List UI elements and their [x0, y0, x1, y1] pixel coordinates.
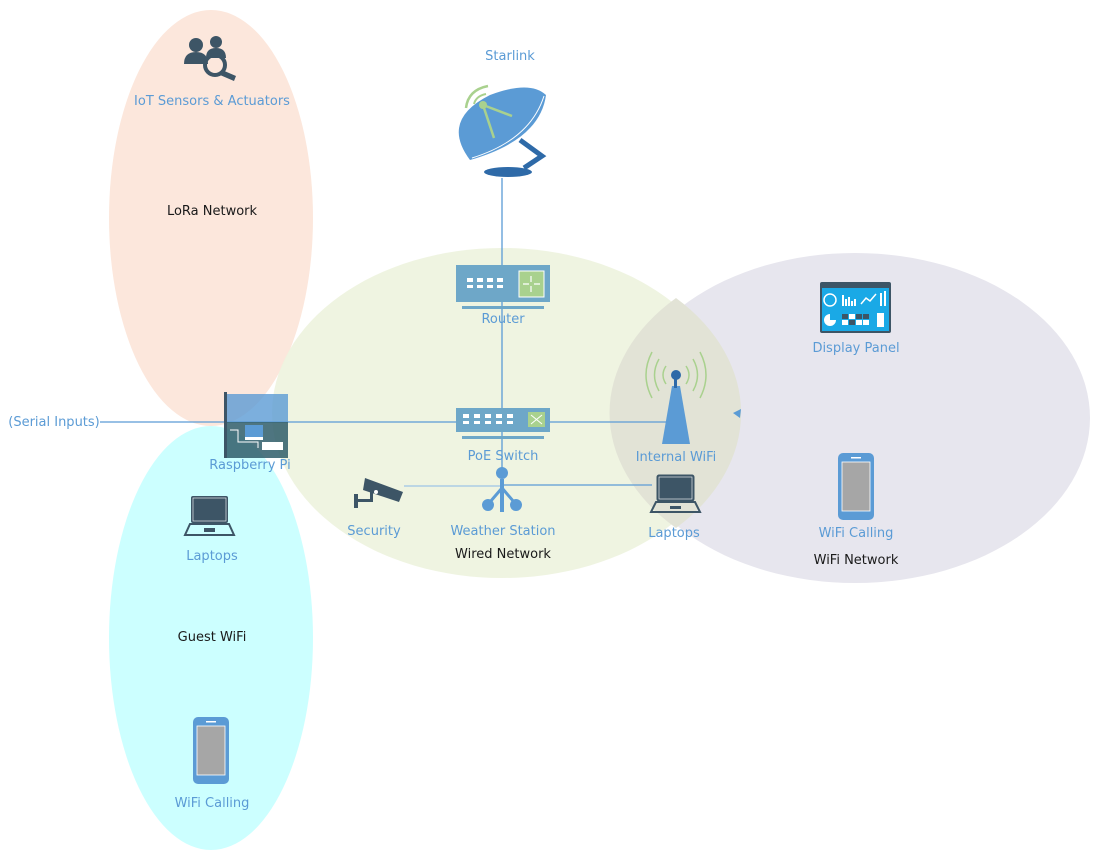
zone-guest-wifi[interactable]	[109, 426, 313, 850]
switch-icon	[456, 408, 550, 439]
guest-laptop-icon	[183, 496, 236, 536]
guest-wifi-calling-label[interactable]: WiFi Calling	[174, 796, 250, 811]
guest-wifi-label: Guest WiFi	[177, 630, 247, 645]
wifi-calling-label[interactable]: WiFi Calling	[818, 526, 894, 541]
iot-sensors-label[interactable]: IoT Sensors & Actuators	[134, 94, 290, 109]
zone-wifi-network[interactable]	[620, 253, 1090, 583]
serial-inputs-label[interactable]: (Serial Inputs)	[8, 415, 100, 430]
router-label[interactable]: Router	[481, 312, 525, 327]
weather-station-label[interactable]: Weather Station	[450, 524, 556, 539]
display-panel-label[interactable]: Display Panel	[812, 341, 900, 356]
laptops-label[interactable]: Laptops	[648, 526, 700, 541]
security-label[interactable]: Security	[347, 524, 401, 539]
dashboard-icon	[820, 282, 891, 333]
wired-network-label: Wired Network	[455, 547, 551, 562]
smartphone-icon	[838, 453, 874, 520]
poe-switch-label[interactable]: PoE Switch	[467, 449, 539, 464]
arrow-head-icon	[733, 409, 741, 418]
guest-laptops-label[interactable]: Laptops	[186, 549, 238, 564]
network-hub-icon	[482, 467, 522, 512]
zone-lora-network[interactable]	[109, 10, 313, 426]
guest-smartphone-icon	[193, 717, 229, 784]
user-search-icon	[184, 36, 236, 81]
circuit-board-icon	[224, 392, 288, 458]
lora-network-label: LoRa Network	[166, 204, 258, 219]
internal-wifi-label[interactable]: Internal WiFi	[635, 450, 717, 465]
wifi-tower-icon	[645, 351, 707, 444]
starlink-label[interactable]: Starlink	[485, 49, 535, 64]
router-icon	[456, 265, 550, 309]
satellite-dish-icon	[458, 84, 547, 177]
raspberry-pi-label[interactable]: Raspberry Pi	[209, 458, 291, 473]
security-camera-icon	[354, 478, 403, 508]
wifi-network-label: WiFi Network	[813, 553, 899, 568]
laptop-icon	[649, 474, 702, 513]
